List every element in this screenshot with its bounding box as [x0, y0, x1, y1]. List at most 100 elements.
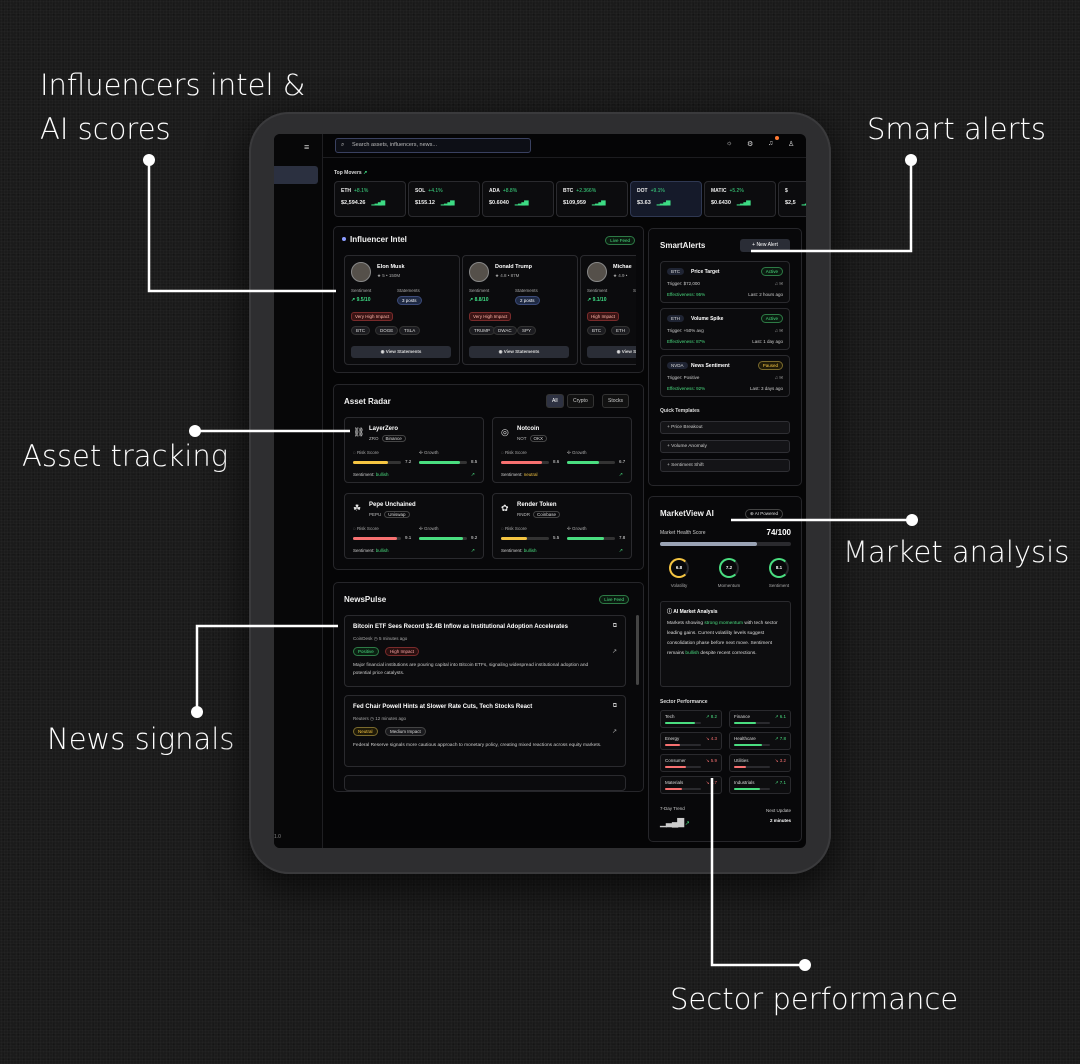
mover-symbol-row: BTC+2.366%: [563, 188, 621, 194]
template-volume-anomaly[interactable]: + Volume Anomaly: [660, 440, 790, 453]
alert-symbol: NVDA: [667, 362, 688, 369]
bell-icon[interactable]: ♫: [768, 140, 774, 147]
asset-logo-icon: ◎: [501, 427, 509, 437]
statements-badge[interactable]: 2 posts: [515, 296, 540, 305]
sentiment-value: neutral: [523, 472, 538, 477]
trend-up-icon: ↗: [618, 548, 623, 554]
exchange-badge: Binance: [381, 435, 406, 442]
mover-card[interactable]: ADA+8.8%$0.6040▁▂▄▆: [482, 181, 554, 217]
news-item[interactable]: [344, 775, 626, 791]
mover-price: $109,959: [563, 200, 586, 206]
mini-chart-icon: ▁▂▄▆: [440, 200, 455, 206]
sector-value: ↗ 8.2: [705, 714, 717, 719]
mover-price: $155.12: [415, 200, 435, 206]
mover-change: +8.8%: [502, 188, 518, 194]
alert-status[interactable]: Active: [760, 267, 783, 276]
sector-card[interactable]: Finance↗ 6.1: [729, 710, 791, 728]
growth-bar: [419, 537, 467, 540]
filter-crypto[interactable]: Crypto: [567, 394, 594, 408]
alert-actions-icon[interactable]: ♫ ✉: [774, 328, 783, 333]
growth-label-text: Growth: [572, 450, 587, 455]
template-price-breakout[interactable]: + Price Breakout: [660, 421, 790, 434]
risk-score-value: 7.2: [405, 459, 412, 464]
sector-card[interactable]: Materials↘ 4.7: [660, 776, 722, 794]
mover-price: $0.6040: [489, 200, 509, 206]
mover-card[interactable]: $$2,5▁▂▄▆: [778, 181, 806, 217]
mover-card[interactable]: MATIC+5.2%$0.6430▁▂▄▆: [704, 181, 776, 217]
mover-card[interactable]: SOL+4.1%$155.12▁▂▄▆: [408, 181, 480, 217]
asset-ticker: NOT: [517, 436, 527, 441]
asset-tag[interactable]: BTC: [587, 326, 606, 335]
mini-chart-icon: ▁▂▄▆: [371, 200, 385, 206]
menu-icon[interactable]: ≡: [304, 142, 310, 152]
impact-badge: Very High Impact: [351, 312, 394, 321]
alert-status[interactable]: Active: [760, 314, 783, 323]
template-sentiment-shift[interactable]: + Sentiment Shift: [660, 459, 790, 472]
risk-bar: [353, 537, 401, 540]
sentiment-label: Sentiment:: [353, 472, 375, 477]
view-statements-button[interactable]: ◉ View Statements: [587, 346, 636, 358]
news-scrollbar[interactable]: [636, 615, 639, 685]
sentiment-label: Sentiment:: [353, 548, 375, 553]
sector-card[interactable]: Healthcare↗ 7.8: [729, 732, 791, 750]
mover-card[interactable]: DOT+9.1%$3.63▁▂▄▆: [630, 181, 702, 217]
mover-symbol: DOT: [637, 188, 648, 194]
statements-badge[interactable]: 3 posts: [397, 296, 422, 305]
asset-tag[interactable]: DOGE: [375, 326, 399, 335]
sector-name: Materials: [665, 780, 684, 785]
alert-status[interactable]: Paused: [757, 361, 783, 370]
alert-actions-icon[interactable]: ♫ ✉: [774, 281, 783, 286]
alert-last: Last: 3 days ago: [749, 386, 783, 391]
mover-price: $2,5: [785, 200, 796, 206]
risk-score-value: 8.6: [553, 459, 560, 464]
mover-symbol-row: MATIC+5.2%: [711, 188, 769, 194]
alert-symbol: BTC: [667, 268, 684, 275]
sector-card[interactable]: Industrials↗ 7.1: [729, 776, 791, 794]
view-statements-button[interactable]: ◉ View Statements: [469, 346, 569, 358]
sector-name: Energy: [665, 736, 680, 741]
new-alert-button[interactable]: + New Alert: [740, 239, 790, 252]
avatar: [587, 262, 607, 282]
search-input[interactable]: ⌕Search assets, influencers, news...: [335, 138, 531, 153]
asset-tag[interactable]: ETH: [611, 326, 630, 335]
mover-card[interactable]: BTC+2.366% $109,959▁▂▄▆: [556, 181, 628, 217]
sentiment-row: Sentiment: neutral: [501, 472, 538, 477]
mover-price-row: $109,959▁▂▄▆: [563, 200, 621, 206]
sun-icon[interactable]: ☼: [726, 140, 733, 147]
sector-card[interactable]: Tech↗ 8.2: [660, 710, 722, 728]
external-link-icon[interactable]: ⧉: [612, 703, 617, 709]
asset-tag[interactable]: TSLA: [399, 326, 421, 335]
sector-card[interactable]: Consumer↘ 5.9: [660, 754, 722, 772]
market-health-bar: [660, 542, 791, 546]
asset-radar-panel: Asset Radar All Crypto Stocks ⛓LayerZero…: [333, 384, 644, 570]
callout-influencers: Influencers intel &: [40, 68, 306, 102]
user-icon[interactable]: ♙: [788, 141, 795, 148]
sector-card[interactable]: Energy↘ 4.3: [660, 732, 722, 750]
sidebar-active-item[interactable]: [274, 166, 318, 184]
sidebar-footer: 1.0: [274, 834, 281, 840]
filter-stocks[interactable]: Stocks: [602, 394, 630, 408]
asset-tag[interactable]: BTC: [351, 326, 370, 335]
sector-card[interactable]: Utilities↘ 3.2: [729, 754, 791, 772]
top-movers-title: Top Movers ↗: [334, 170, 368, 176]
alert-actions-icon[interactable]: ♫ ✉: [774, 375, 783, 380]
sector-name: Industrials: [734, 780, 755, 785]
news-item[interactable]: Bitcoin ETF Sees Record $2.4B Inflow as …: [344, 615, 626, 687]
gear-icon[interactable]: ⚙: [747, 141, 754, 148]
asset-tag[interactable]: SPY: [517, 326, 537, 335]
view-statements-button[interactable]: ◉ View Statements: [351, 346, 451, 358]
filter-all[interactable]: All: [546, 394, 564, 408]
news-item[interactable]: Fed Chair Powell Hints at Slower Rate Cu…: [344, 695, 626, 767]
mover-card[interactable]: ETH+8.1%$2,594.26▁▂▄▆: [334, 181, 406, 217]
external-link-icon[interactable]: ⧉: [612, 623, 617, 629]
asset-tag[interactable]: DWAC: [493, 326, 517, 335]
sector-value-text: 4.7: [710, 780, 717, 785]
